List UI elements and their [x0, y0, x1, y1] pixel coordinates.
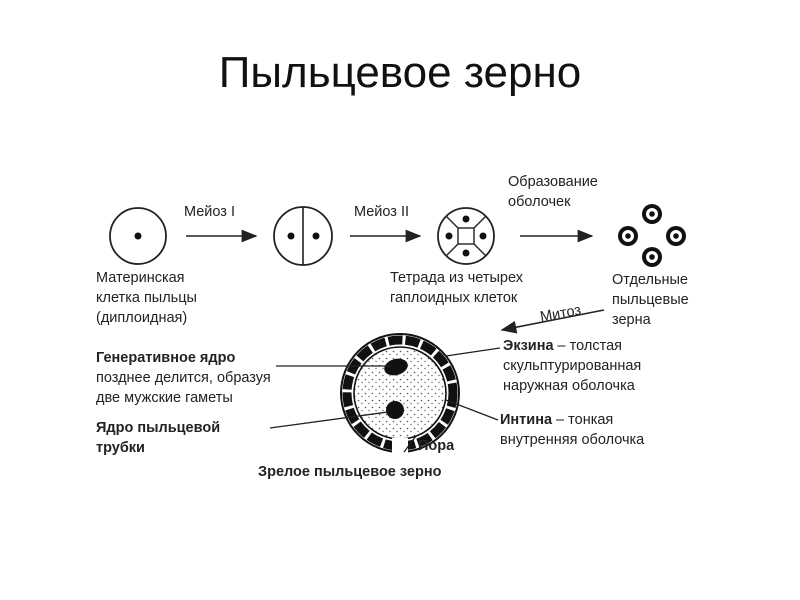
- slide-title: Пыльцевое зерно: [218, 48, 582, 97]
- intine-line1: Интина – тонкая: [500, 412, 613, 428]
- grain-left: [618, 226, 638, 246]
- separate-grains-label-1: Отдельные: [612, 272, 688, 288]
- intine-line2: внутренняя оболочка: [500, 432, 645, 448]
- meiosis1-label: Мейоз I: [184, 204, 235, 220]
- pore-leader: [403, 435, 417, 453]
- mature-grain-caption: Зрелое пыльцевое зерно: [258, 464, 442, 480]
- grain-top: [642, 204, 662, 224]
- tube-nucleus-line1: Ядро пыльцевой: [96, 420, 220, 436]
- mitosis-arrow: [500, 309, 605, 334]
- generative-nucleus-shape: [384, 358, 408, 376]
- envelope-label-line2: оболочек: [508, 194, 571, 210]
- separate-grains-label-2: пыльцевые: [612, 292, 689, 308]
- mother-cell-label-3: (диплоидная): [96, 310, 187, 326]
- tube-nucleus-shape: [386, 401, 404, 419]
- exine-term: Экзина: [503, 338, 554, 354]
- exine-leader: [445, 347, 501, 357]
- tube-leader: [269, 411, 389, 429]
- generative-nucleus-desc-2: две мужские гаметы: [96, 390, 233, 406]
- meiosis2-label: Мейоз II: [354, 204, 409, 220]
- exine-line3: наружная оболочка: [503, 378, 636, 394]
- mother-cell-label-1: Материнская: [96, 270, 185, 286]
- tetrad-label-1: Тетрада из четырех: [390, 270, 524, 286]
- intine-term: Интина: [500, 412, 553, 428]
- envelope-label-line1: Образование: [508, 174, 598, 190]
- grain-right: [666, 226, 686, 246]
- mother-cell: [109, 207, 167, 265]
- exine-desc-1: – толстая: [554, 338, 622, 354]
- exine-line2: скульптурированная: [503, 358, 641, 374]
- generative-nucleus-title: Генеративное ядро: [96, 350, 235, 366]
- exine-line1: Экзина – толстая: [503, 338, 622, 354]
- dyad-cell: [273, 206, 333, 266]
- generative-nucleus-desc-1: позднее делится, образуя: [96, 370, 271, 386]
- separate-grains: [618, 204, 686, 267]
- intine-leader: [445, 399, 499, 421]
- tube-nucleus-line2: трубки: [96, 440, 145, 456]
- pore: [392, 438, 408, 454]
- grain-bottom: [642, 247, 662, 267]
- separate-grains-label-3: зерна: [612, 312, 652, 328]
- pore-label: Пора: [418, 438, 455, 454]
- tetrad-cell: [437, 207, 495, 265]
- intine-desc-1: – тонкая: [552, 412, 613, 428]
- mature-pollen-grain: [340, 333, 460, 454]
- mother-cell-label-2: клетка пыльцы: [96, 290, 197, 306]
- exine-ring: [342, 335, 458, 451]
- mitosis-label: Митоз: [539, 302, 583, 325]
- tetrad-label-2: гаплоидных клеток: [390, 290, 518, 306]
- nucleus-dot: [134, 232, 142, 240]
